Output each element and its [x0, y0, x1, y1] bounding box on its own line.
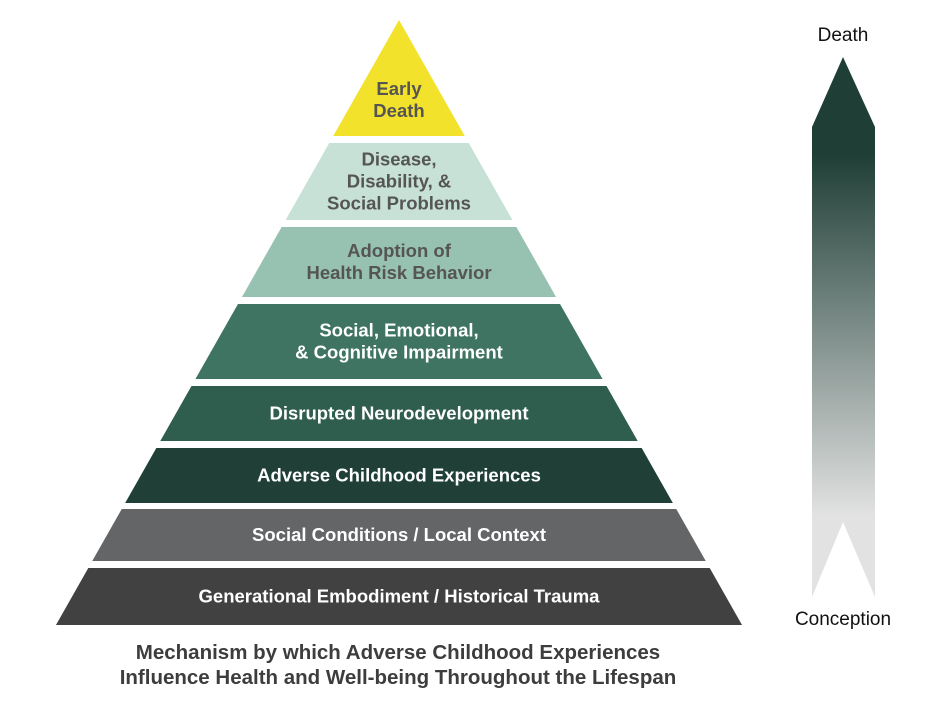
arrow-top-label: Death [818, 25, 869, 46]
caption-line-1: Mechanism by which Adverse Childhood Exp… [136, 641, 660, 664]
pyramid-level-label: Adoption of [347, 240, 452, 261]
pyramid-level-label: & Cognitive Impairment [295, 342, 503, 363]
pyramid-level-label: Early [376, 78, 422, 99]
arrow-bottom-label: Conception [795, 609, 891, 630]
arrow-up-icon [812, 57, 875, 597]
pyramid-level-label: Health Risk Behavior [306, 262, 491, 283]
pyramid-level-label: Social Problems [327, 193, 471, 214]
pyramid-level-8 [55, 568, 743, 625]
pyramid-level-label: Disrupted Neurodevelopment [269, 403, 528, 424]
pyramid-level-label: Social Conditions / Local Context [252, 524, 546, 545]
pyramid-level-label: Disability, & [347, 171, 452, 192]
pyramid-level-7 [92, 509, 706, 561]
pyramid-level-label: Disease, [361, 149, 436, 170]
pyramid-level-6 [125, 448, 673, 503]
caption-line-2: Influence Health and Well-being Througho… [120, 666, 677, 689]
pyramid-level-5 [160, 386, 638, 441]
pyramid-level-2 [285, 143, 513, 220]
pyramid-level-3 [241, 227, 557, 297]
pyramid-level-label: Generational Embodiment / Historical Tra… [199, 586, 601, 607]
pyramid-level-4 [195, 304, 603, 379]
pyramid-level-1 [333, 20, 465, 136]
pyramid-level-label: Death [373, 100, 424, 121]
timeline-arrow: Death Conception [795, 25, 891, 630]
pyramid-level-label: Social, Emotional, [319, 320, 478, 341]
pyramid-level-label: Adverse Childhood Experiences [257, 465, 541, 486]
